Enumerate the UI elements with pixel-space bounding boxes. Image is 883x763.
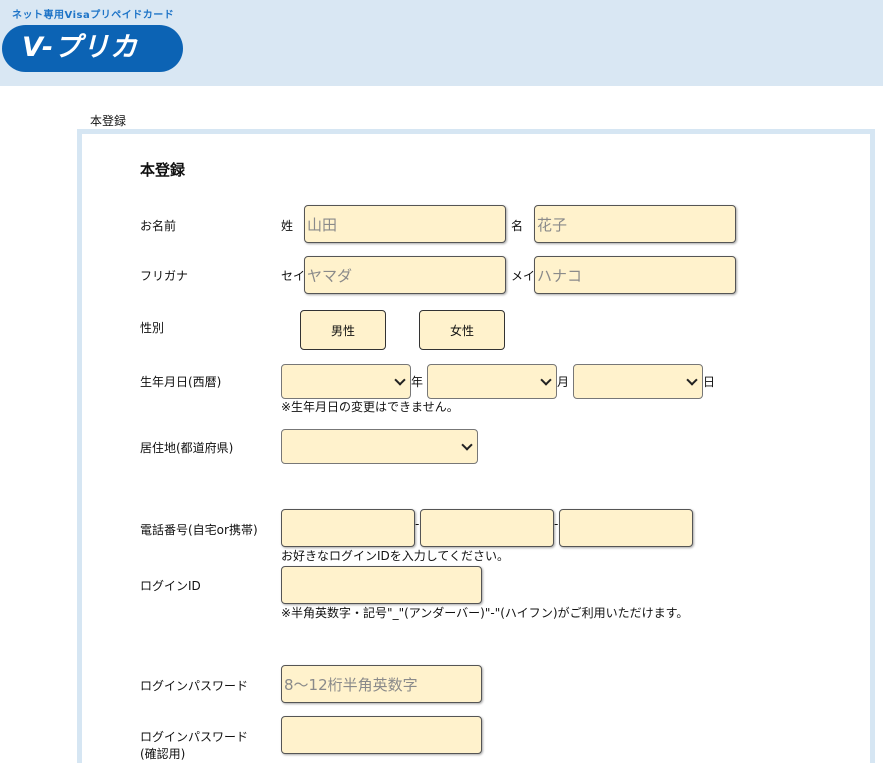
password-confirm-label: ログインパスワード [140,730,249,744]
vpreca-logo[interactable]: V-プリカ [2,25,183,72]
header-tagline: ネット専用Visaプリペイドカード [12,10,175,21]
birth-day-select[interactable] [573,364,703,399]
login-id-hint: お好きなログインIDを入力してください。 [281,549,510,563]
first-name-kana-input[interactable]: ハナコ [534,256,736,294]
first-name-kana-placeholder: ハナコ [537,266,583,285]
kana-sei-label: セイ [281,269,306,283]
phone-label: 電話番号(自宅or携帯) [140,523,258,537]
first-name-placeholder: 花子 [537,215,568,234]
gender-female-label: 女性 [449,323,474,338]
birth-year-select[interactable] [281,364,411,399]
password-input[interactable]: 8～12桁半角英数字 [281,665,482,703]
year-suffix: 年 [411,375,424,389]
password-placeholder: 8～12桁半角英数字 [284,675,418,694]
phone-part3-input[interactable] [559,509,693,547]
gender-label: 性別 [140,321,165,335]
phone-separator: - [415,517,420,531]
login-id-note: ※半角英数字・記号"_"(アンダーバー)"-"(ハイフン)がご利用いただけます。 [281,606,689,620]
breadcrumb: 本登録 [90,114,127,128]
phone-part2-input[interactable] [420,509,554,547]
name-label: お名前 [140,219,177,233]
form-title: 本登録 [140,161,186,179]
chevron-down-icon [461,438,473,451]
chevron-down-icon [394,373,406,386]
password-confirm-input[interactable] [281,716,482,754]
first-name-input[interactable]: 花子 [534,205,736,243]
phone-separator: - [554,517,559,531]
day-suffix: 日 [703,375,716,389]
birth-month-select[interactable] [427,364,557,399]
password-label: ログインパスワード [140,679,249,693]
login-id-input[interactable] [281,566,482,604]
gender-male-button[interactable]: 男性 [300,310,386,350]
site-header: ネット専用Visaプリペイドカード V-プリカ [0,0,883,86]
chevron-down-icon [540,373,552,386]
chevron-down-icon [686,373,698,386]
gender-male-label: 男性 [330,323,355,338]
birthday-label: 生年月日(西暦) [140,375,222,389]
prefecture-label: 居住地(都道府県) [140,441,234,455]
month-suffix: 月 [557,375,570,389]
kana-label: フリガナ [140,269,189,283]
login-id-label: ログインID [140,579,201,593]
last-name-placeholder: 山田 [307,215,338,234]
birthday-note: ※生年月日の変更はできません。 [281,400,459,414]
logo-text: V-プリカ [22,32,139,63]
last-name-kana-placeholder: ヤマダ [307,266,353,285]
password-confirm-sublabel: (確認用) [140,747,186,761]
gender-female-button[interactable]: 女性 [419,310,505,350]
prefecture-select[interactable] [281,429,478,464]
last-name-kana-input[interactable]: ヤマダ [304,256,506,294]
kana-mei-label: メイ [511,269,536,283]
sei-label: 姓 [281,219,294,233]
mei-label: 名 [511,219,524,233]
last-name-input[interactable]: 山田 [304,205,506,243]
phone-part1-input[interactable] [281,509,415,547]
